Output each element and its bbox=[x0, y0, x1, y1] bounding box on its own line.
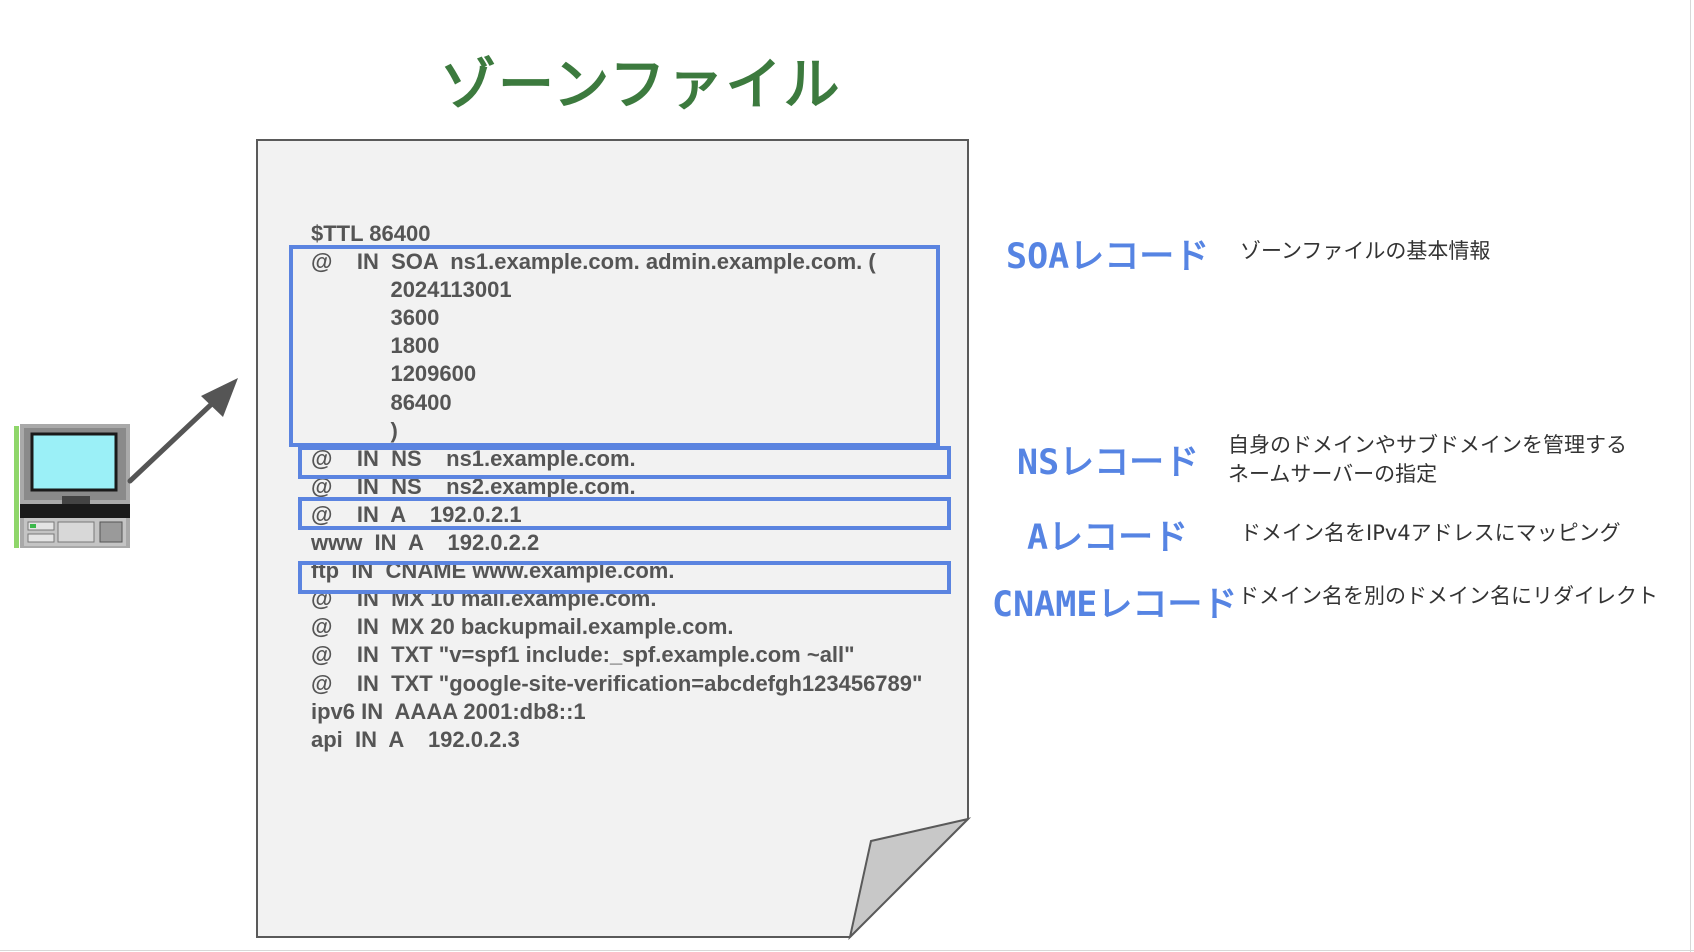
soa-highlight-box bbox=[289, 245, 940, 447]
zone-line: @ IN TXT "v=spf1 include:_spf.example.co… bbox=[311, 642, 855, 668]
zone-line: @ IN MX 20 backupmail.example.com. bbox=[311, 614, 734, 640]
zone-line: 2024113001 bbox=[311, 277, 512, 303]
soa-record-label: SOAレコード bbox=[1006, 237, 1210, 277]
description-line: ドメイン名を別のドメイン名にリダイレクト bbox=[1238, 584, 1658, 608]
ns-highlight-box bbox=[298, 446, 951, 479]
description-line: 自身のドメインやサブドメインを管理する bbox=[1228, 433, 1627, 457]
zone-line: ipv6 IN AAAA 2001:db8::1 bbox=[311, 698, 586, 724]
zone-line: @ IN A 192.0.2.1 bbox=[311, 501, 522, 527]
slide-border-right bbox=[1690, 0, 1691, 952]
zone-line: ) bbox=[311, 417, 398, 443]
description-line: ゾーンファイルの基本情報 bbox=[1240, 239, 1491, 263]
zone-line: 1800 bbox=[311, 333, 440, 359]
a-highlight-box bbox=[298, 497, 951, 530]
zone-line: @ IN SOA ns1.example.com. admin.example.… bbox=[311, 249, 876, 275]
zone-line: 1209600 bbox=[311, 361, 477, 387]
zone-line: 86400 bbox=[311, 389, 452, 415]
description-line: ドメイン名をIPv4アドレスにマッピング bbox=[1240, 521, 1621, 545]
arrow-icon bbox=[127, 378, 238, 484]
cname-record-description: ドメイン名を別のドメイン名にリダイレクト bbox=[1238, 582, 1658, 611]
zone-file-text: $TTL 86400 @ IN SOA ns1.example.com. adm… bbox=[311, 220, 922, 754]
description-line: ネームサーバーの指定 bbox=[1228, 462, 1438, 486]
zone-line: 3600 bbox=[311, 305, 440, 331]
cname-record-label: CNAMEレコード bbox=[992, 585, 1238, 625]
slide-border-bottom bbox=[0, 950, 1694, 951]
cname-highlight-box bbox=[298, 561, 951, 594]
zone-line: $TTL 86400 bbox=[311, 221, 431, 246]
zone-line: api IN A 192.0.2.3 bbox=[311, 726, 520, 752]
a-record-label: Aレコード bbox=[1027, 518, 1189, 558]
zone-line: www IN A 192.0.2.2 bbox=[311, 530, 540, 556]
zone-line: @ IN TXT "google-site-verification=abcde… bbox=[311, 670, 923, 696]
computer-icon bbox=[14, 424, 130, 548]
ns-record-description: 自身のドメインやサブドメインを管理する ネームサーバーの指定 bbox=[1228, 431, 1627, 489]
soa-record-description: ゾーンファイルの基本情報 bbox=[1240, 237, 1490, 266]
a-record-description: ドメイン名をIPv4アドレスにマッピング bbox=[1240, 519, 1621, 548]
ns-record-label: NSレコード bbox=[1017, 443, 1200, 483]
page-title: ゾーンファイル bbox=[440, 53, 842, 118]
